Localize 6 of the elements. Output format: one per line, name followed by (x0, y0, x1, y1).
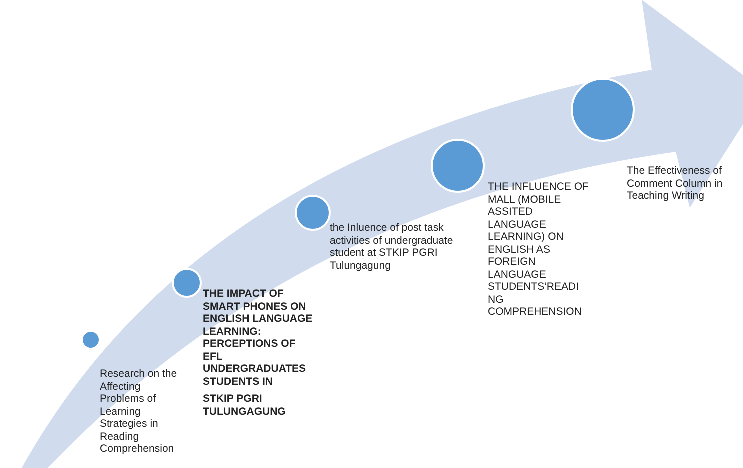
title-text: the Inluence of post task activities of undergraduate student at STKIP PGRI Tulungagung (330, 222, 454, 272)
title-text: STKIP PGRI TULUNGAGUNG (203, 393, 287, 418)
title-text: THE INFLUENCE OF MALL (MOBILE ASSITED LANGUAGE LEARNING) ON ENGLISH AS FOREIGN LANGUAGE STUDENTS’READI NG COMPREHENSION (488, 181, 590, 318)
title-text: THE IMPACT OF SMART PHONES ON ENGLISH LANGUAGE LEARNING: PERCEPTIONS OF EFL UNDERGRADUATES STUDENTS IN (203, 288, 314, 388)
title-text: Research on the Affecting Problems of Learning Strategies in Reading Comprehension (100, 368, 178, 456)
title-text: The Effectiveness of Comment Column in Teaching Writing (627, 165, 724, 202)
